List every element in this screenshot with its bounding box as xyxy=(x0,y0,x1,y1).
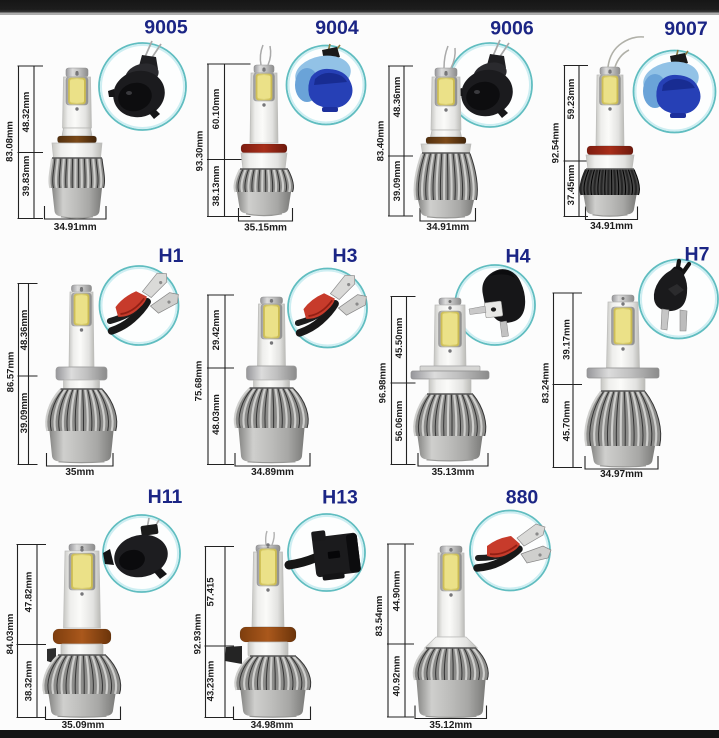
svg-text:H13: H13 xyxy=(322,487,358,509)
svg-text:39.83mm: 39.83mm xyxy=(21,156,32,197)
svg-text:H3: H3 xyxy=(333,245,358,267)
svg-text:83.40mm: 83.40mm xyxy=(376,121,387,162)
svg-text:880: 880 xyxy=(506,487,539,509)
svg-text:34.97mm: 34.97mm xyxy=(600,469,643,480)
svg-text:47.82mm: 47.82mm xyxy=(24,572,35,613)
svg-text:H4: H4 xyxy=(506,246,531,268)
svg-text:35.15mm: 35.15mm xyxy=(244,223,287,234)
svg-text:83.54mm: 83.54mm xyxy=(374,596,385,637)
svg-text:9005: 9005 xyxy=(144,17,188,39)
svg-text:60.10mm: 60.10mm xyxy=(211,89,222,130)
svg-text:38.13mm: 38.13mm xyxy=(211,166,222,207)
svg-text:86.57mm: 86.57mm xyxy=(6,352,17,393)
svg-text:84.03mm: 84.03mm xyxy=(5,614,16,655)
svg-text:48.36mm: 48.36mm xyxy=(392,77,403,118)
svg-text:35.09mm: 35.09mm xyxy=(62,720,105,731)
svg-text:43.23mm: 43.23mm xyxy=(206,661,217,702)
svg-text:48.32mm: 48.32mm xyxy=(21,92,32,133)
svg-text:34.98mm: 34.98mm xyxy=(251,720,294,731)
svg-text:40.92mm: 40.92mm xyxy=(392,656,403,697)
svg-text:92.54mm: 92.54mm xyxy=(551,123,562,164)
svg-text:H7: H7 xyxy=(685,244,710,266)
svg-text:44.90mm: 44.90mm xyxy=(392,571,403,612)
svg-text:9007: 9007 xyxy=(664,18,707,40)
svg-text:37.45mm: 37.45mm xyxy=(566,165,577,206)
svg-text:H11: H11 xyxy=(148,486,183,508)
svg-text:34.91mm: 34.91mm xyxy=(426,222,469,233)
svg-text:34.91mm: 34.91mm xyxy=(590,221,633,232)
svg-text:48.03mm: 48.03mm xyxy=(211,394,222,435)
svg-text:H1: H1 xyxy=(159,245,184,267)
svg-text:83.24mm: 83.24mm xyxy=(541,363,552,404)
svg-text:93.30mm: 93.30mm xyxy=(195,131,206,172)
svg-text:59.23mm: 59.23mm xyxy=(566,79,577,120)
svg-text:9004: 9004 xyxy=(315,17,359,39)
svg-text:39.09mm: 39.09mm xyxy=(19,393,30,434)
svg-text:35.12mm: 35.12mm xyxy=(429,720,472,731)
svg-text:35.13mm: 35.13mm xyxy=(432,467,475,478)
svg-text:38.32mm: 38.32mm xyxy=(24,661,35,702)
svg-text:75.68mm: 75.68mm xyxy=(194,361,205,402)
svg-text:45.70mm: 45.70mm xyxy=(562,401,573,442)
svg-text:92.93mm: 92.93mm xyxy=(193,614,204,655)
svg-text:9006: 9006 xyxy=(490,18,534,40)
svg-text:39.17mm: 39.17mm xyxy=(562,319,573,360)
svg-text:57.415: 57.415 xyxy=(206,577,217,607)
svg-text:45.50mm: 45.50mm xyxy=(394,318,405,359)
svg-text:96.98mm: 96.98mm xyxy=(378,363,389,404)
svg-text:34.89mm: 34.89mm xyxy=(251,467,294,478)
svg-text:48.36mm: 48.36mm xyxy=(19,310,30,351)
svg-text:35mm: 35mm xyxy=(65,467,94,478)
svg-text:39.09mm: 39.09mm xyxy=(392,161,403,202)
svg-text:83.08mm: 83.08mm xyxy=(5,121,16,162)
svg-text:34.91mm: 34.91mm xyxy=(54,222,97,233)
svg-text:56.06mm: 56.06mm xyxy=(394,401,405,442)
svg-text:29.42mm: 29.42mm xyxy=(211,310,222,351)
